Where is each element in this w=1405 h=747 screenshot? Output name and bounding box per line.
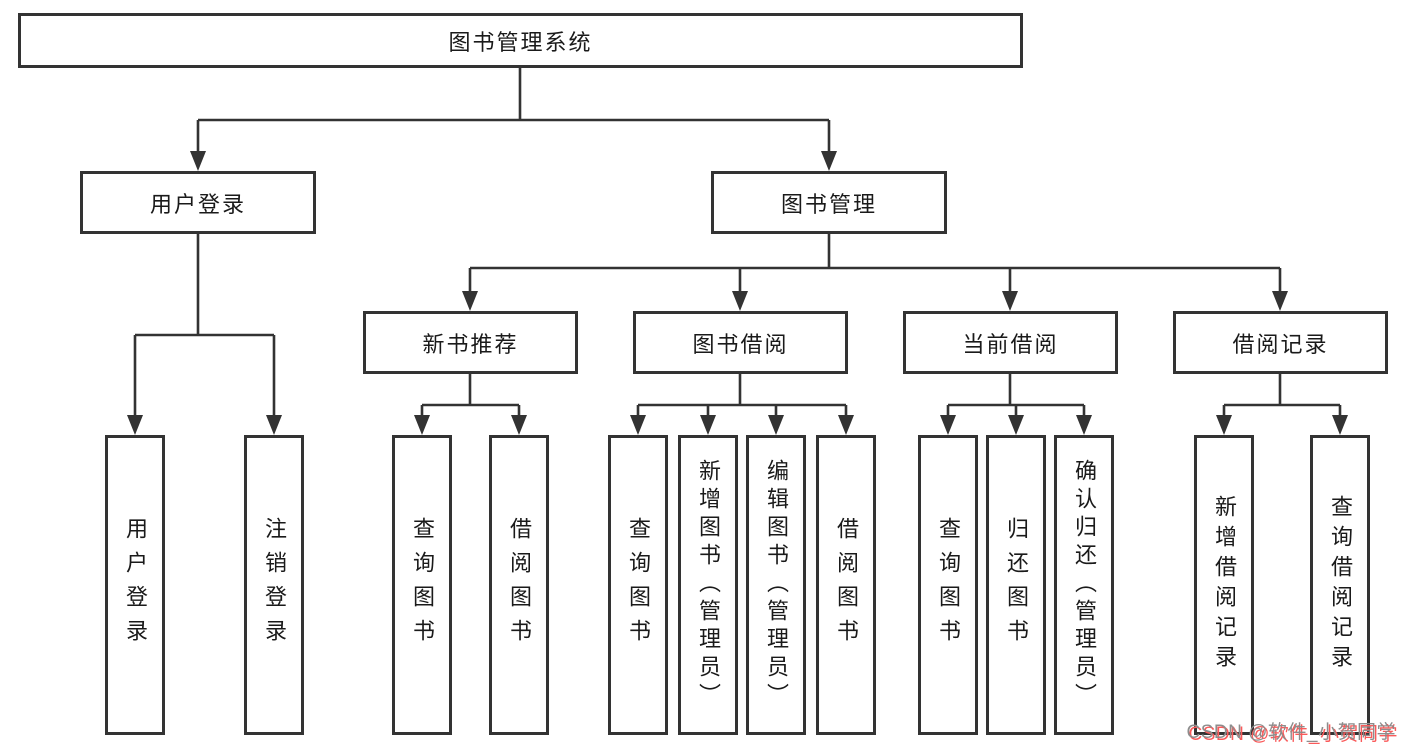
node-current-borrow: 当前借阅 xyxy=(903,311,1118,374)
leaf-borrow-edit-books-admin: 编辑图书（管理员） xyxy=(746,435,806,735)
node-new-book-recommend: 新书推荐 xyxy=(363,311,578,374)
node-user-login-branch: 用户登录 xyxy=(80,171,316,234)
leaf-borrow-borrow-books: 借阅图书 xyxy=(816,435,876,735)
arrowheads xyxy=(127,151,1348,435)
leaf-records-query-record: 查询借阅记录 xyxy=(1310,435,1370,735)
leaf-recommend-borrow-books: 借阅图书 xyxy=(489,435,549,735)
node-book-management: 图书管理 xyxy=(711,171,947,234)
leaf-current-return-books: 归还图书 xyxy=(986,435,1046,735)
leaf-logout: 注销登录 xyxy=(244,435,304,735)
leaf-recommend-query-books: 查询图书 xyxy=(392,435,452,735)
node-root: 图书管理系统 xyxy=(18,13,1023,68)
leaf-user-login: 用户登录 xyxy=(105,435,165,735)
leaf-current-query-books: 查询图书 xyxy=(918,435,978,735)
leaf-current-confirm-return-admin: 确认归还（管理员） xyxy=(1054,435,1114,735)
node-borrow-records: 借阅记录 xyxy=(1173,311,1388,374)
leaf-borrow-query-books: 查询图书 xyxy=(608,435,668,735)
leaf-records-add-record: 新增借阅记录 xyxy=(1194,435,1254,735)
csdn-watermark: CSDN @软件_小贺同学 xyxy=(1186,722,1396,743)
node-book-borrow: 图书借阅 xyxy=(633,311,848,374)
leaf-borrow-add-books-admin: 新增图书（管理员） xyxy=(678,435,738,735)
